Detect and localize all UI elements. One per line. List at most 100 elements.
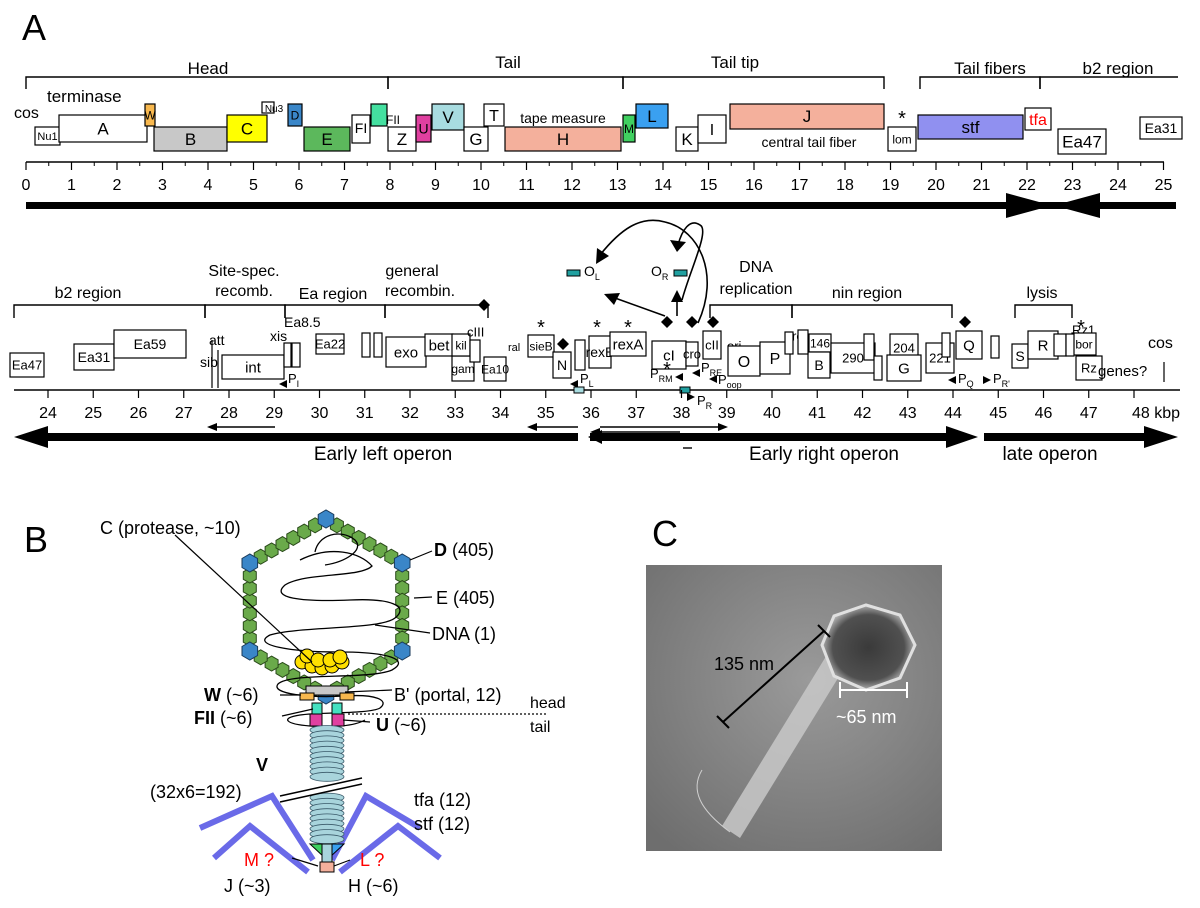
tick-label: 21 [973, 177, 991, 194]
gene-ea31: Ea31 [1139, 116, 1183, 140]
gene-ea8-5: Ea8.5 [284, 314, 321, 330]
gene-u: U [415, 114, 432, 143]
gene-fi: FI [351, 114, 371, 144]
gene-c: C [226, 114, 268, 143]
gene-label: Rz [1081, 361, 1097, 376]
gene-label: O [738, 354, 750, 371]
map1-arrow-right [1006, 193, 1052, 218]
label-l-question: L ? [360, 850, 384, 870]
gene-ea10: Ea10 [481, 356, 509, 382]
operon-late-label: late operon [1002, 444, 1097, 465]
star-rexA: * [624, 317, 632, 339]
tick-label: 39 [718, 405, 736, 422]
gene-label: M [624, 122, 634, 136]
capsid-e-hexon [351, 529, 366, 546]
gene-label: gam [451, 362, 474, 376]
capsid-shell [241, 509, 411, 705]
gene-rexb: rexB [586, 335, 614, 369]
gene-label: 204 [893, 341, 915, 356]
promoter-pi: PI [288, 371, 299, 389]
gene-lom: lom [887, 126, 917, 152]
capsid-e-hexon [242, 567, 257, 584]
terminase-label: terminase [47, 87, 122, 106]
section2-b2: b2 region [55, 285, 122, 302]
tick-label: 26 [130, 405, 148, 422]
panel-b: B [24, 509, 566, 896]
tick-label: 32 [401, 405, 419, 422]
gene-int: int [221, 354, 285, 380]
gene-s: S [1011, 343, 1029, 369]
tick-label: 2 [113, 177, 122, 194]
section2-ea: Ea region [299, 286, 368, 303]
tail-ring [309, 834, 345, 845]
gene-z: Z [387, 126, 417, 152]
star-rexB: * [593, 317, 601, 339]
tick-label: 25 [84, 405, 102, 422]
u-left [309, 713, 323, 727]
tip-j [319, 861, 335, 873]
gene-label: rexA [613, 336, 644, 353]
label-j: J (~3) [224, 876, 271, 896]
tick-label: 29 [265, 405, 283, 422]
gene-sib: sib [200, 354, 218, 370]
map2-sections [13, 304, 1073, 318]
gene-label: exo [394, 344, 418, 361]
small-gene-box [469, 339, 481, 363]
gene-g: G [886, 354, 922, 382]
fii-left [311, 702, 323, 716]
gene-label: Ea31 [78, 349, 111, 365]
map1-thick-bar [26, 202, 1176, 209]
gene-b: B [807, 351, 831, 379]
gene-label: FI [355, 120, 367, 136]
gene-label: B [185, 130, 196, 149]
tick-label: 17 [791, 177, 809, 194]
capsid-d-vertex [393, 641, 411, 661]
gene-label: cI [663, 347, 675, 364]
section2-site-spec: Site-spec. [208, 263, 279, 280]
small-gene-box [1053, 333, 1067, 357]
tick-label: 41 [808, 405, 826, 422]
tick-label: 8 [386, 177, 395, 194]
capsid-e-hexon [373, 542, 388, 559]
tick-label: 1 [67, 177, 76, 194]
small-gene-box [291, 342, 301, 368]
em-micrograph [646, 565, 942, 851]
em-phage-head [820, 603, 917, 692]
gene-label: lom [892, 132, 911, 146]
cos-right: cos [1148, 335, 1173, 352]
protease-c [294, 648, 350, 676]
gene-g: G [463, 126, 489, 152]
section2-recombin: recombin. [385, 283, 455, 300]
section2-lysis: lysis [1026, 285, 1057, 302]
capsid-e-hexon [242, 617, 257, 634]
gene-label: W [144, 108, 156, 122]
gene-label: V [442, 108, 454, 127]
gene-d: D [287, 103, 303, 127]
map1-arrow-left [1054, 193, 1100, 218]
tick-label: 12 [563, 177, 581, 194]
gene-rexa: rexA [609, 331, 647, 357]
em-phage-tail [722, 640, 854, 838]
tick-label: 23 [1064, 177, 1082, 194]
operator-ol-box [566, 269, 581, 277]
tick-label: 24 [39, 405, 57, 422]
fii-right [331, 702, 343, 716]
gene-k: K [675, 126, 699, 152]
gene-label: xis [270, 328, 287, 344]
em-length-bar [716, 624, 831, 729]
label-d: D (405) [434, 540, 494, 560]
gene-nu3: Nu3 [261, 101, 284, 115]
tick-label: 44 [944, 405, 962, 422]
gene-label: cro [683, 347, 701, 362]
small-gene-box [990, 335, 1000, 359]
tick-label: 5 [249, 177, 258, 194]
gene-label: Ea47 [1062, 133, 1102, 152]
gene-label: N [557, 357, 567, 373]
u-right [331, 713, 345, 727]
gene-label: Ea59 [134, 336, 167, 352]
tick-label: 42 [854, 405, 872, 422]
tick-label: 7 [340, 177, 349, 194]
gene-label: cII [705, 338, 719, 353]
